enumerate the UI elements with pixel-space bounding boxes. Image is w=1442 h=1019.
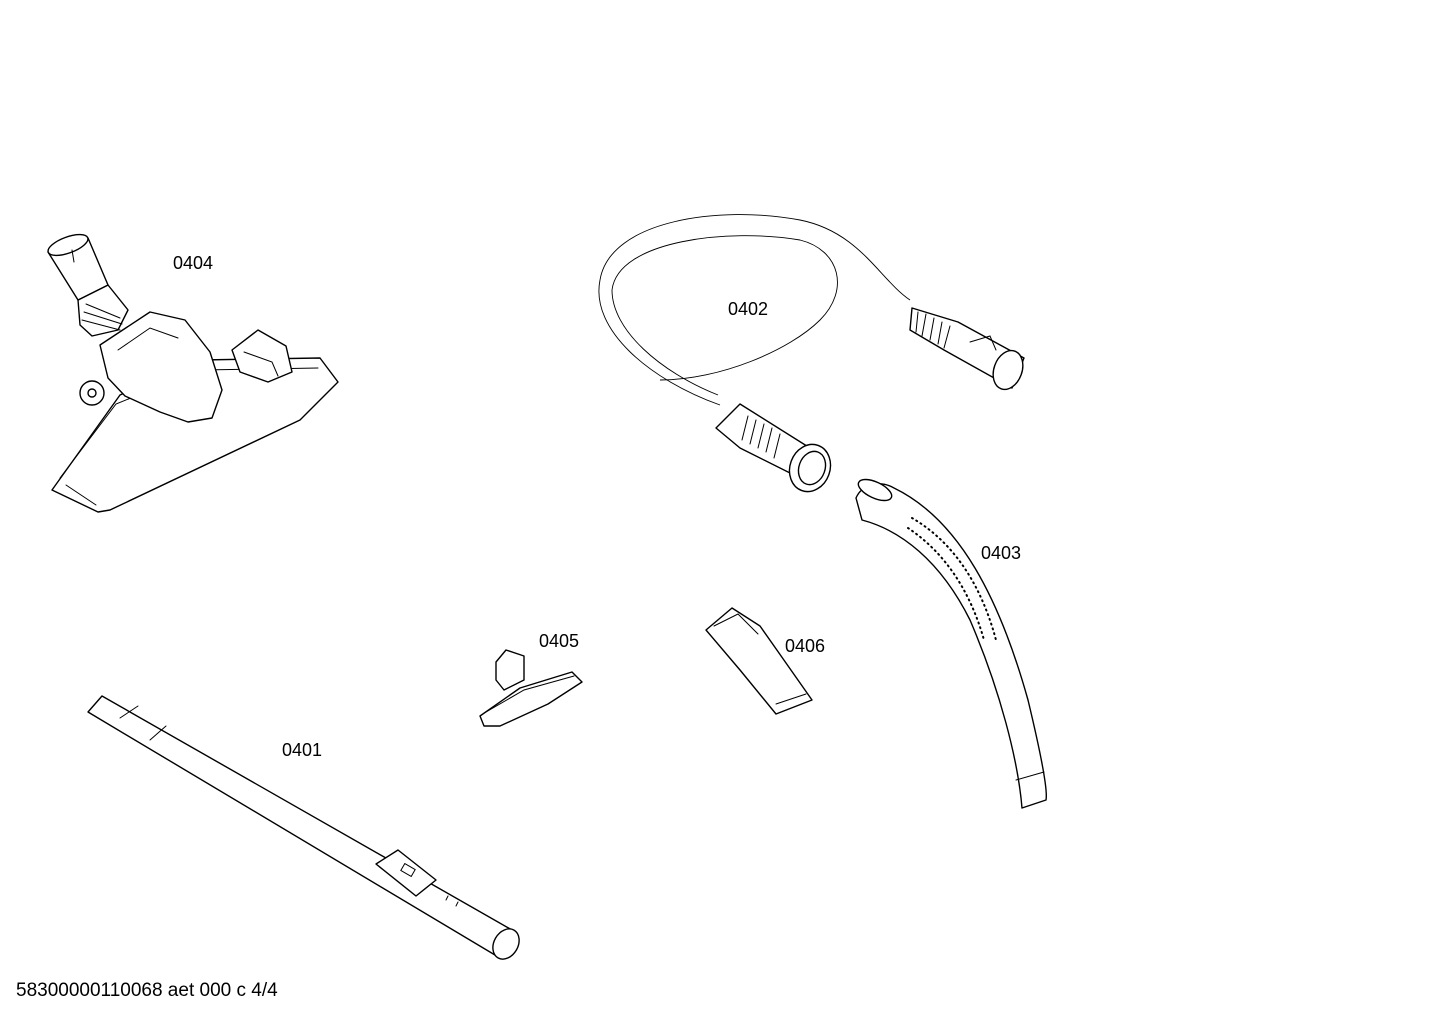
part-label-0404: 0404 — [173, 253, 214, 273]
part-label-0403: 0403 — [981, 543, 1022, 563]
document-footer-code: 58300000110068 aet 000 c 4/4 — [16, 980, 278, 1001]
part-label-0402: 0402 — [728, 299, 769, 319]
hose-icon[interactable] — [598, 214, 1028, 498]
part-label-0401: 0401 — [282, 740, 323, 760]
part-label-0406: 0406 — [785, 636, 826, 656]
part-label-0405: 0405 — [539, 631, 580, 651]
handle-icon[interactable] — [855, 475, 1048, 809]
upholstery-nozzle-icon[interactable] — [479, 649, 583, 727]
floor-nozzle-icon[interactable] — [46, 230, 339, 513]
tube-icon[interactable] — [87, 695, 524, 964]
crevice-nozzle-icon[interactable] — [705, 607, 813, 715]
